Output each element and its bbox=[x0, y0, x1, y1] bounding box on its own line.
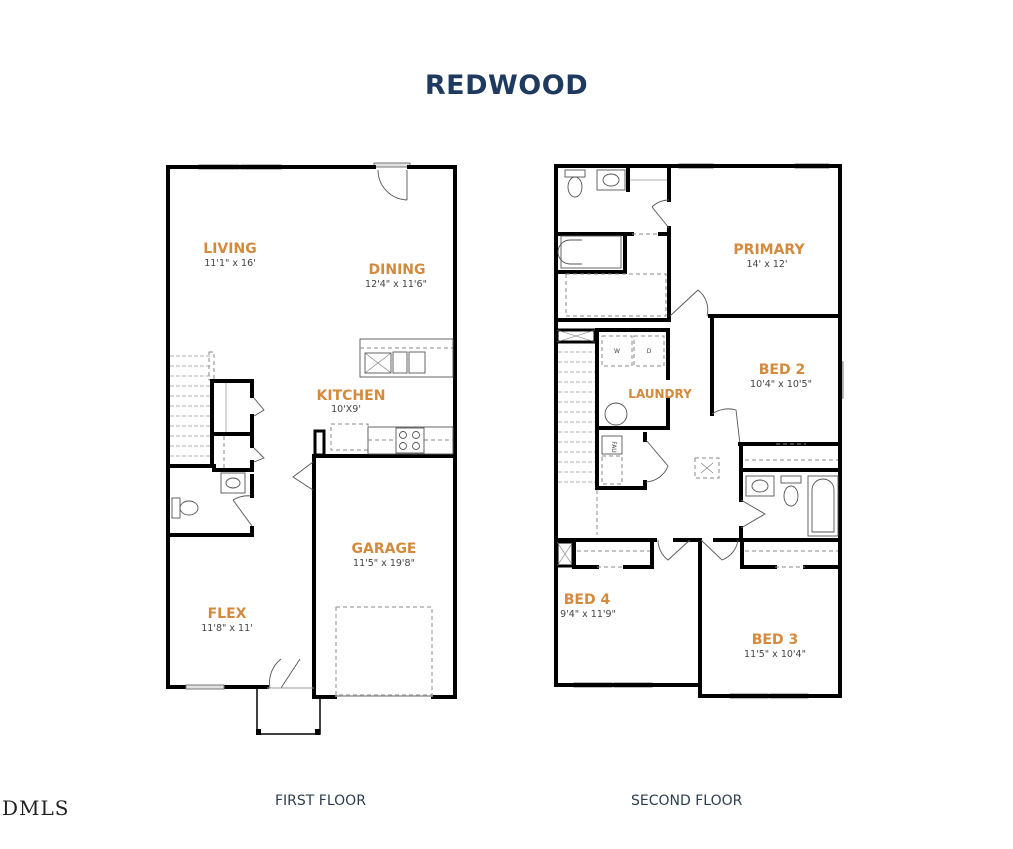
room-dim-bed3: 11'5" x 10'4" bbox=[744, 649, 806, 660]
room-label-living: LIVING bbox=[203, 241, 256, 257]
closet-door bbox=[253, 397, 265, 417]
porch-post bbox=[256, 729, 261, 735]
furnace-closet-wall bbox=[595, 432, 647, 490]
room-dim-primary: 14' x 12' bbox=[746, 259, 787, 270]
watermark-logo: DMLS bbox=[2, 796, 70, 820]
room-label-laundry: LAUNDRY bbox=[628, 387, 692, 401]
room-dim-bed2: 10'4" x 10'5" bbox=[750, 379, 812, 390]
room-label-kitchen: KITCHEN bbox=[317, 388, 386, 404]
exterior-wall bbox=[407, 165, 457, 699]
dryer bbox=[633, 335, 665, 367]
toilet-icon bbox=[567, 176, 583, 198]
dining-door bbox=[377, 169, 408, 201]
room-label-bed4: BED 4 bbox=[564, 592, 611, 608]
exterior-wall bbox=[554, 164, 842, 698]
bed4-door bbox=[657, 539, 691, 561]
room-label-flex: FLEX bbox=[208, 606, 247, 622]
first-floor-plan: LIVING 11'1" x 16' DINING 12'4" x 11'6" … bbox=[166, 162, 457, 735]
closet-wall bbox=[212, 414, 254, 448]
primary-bath-door bbox=[651, 199, 670, 229]
parking-outline bbox=[335, 606, 433, 696]
room-dim-kitchen: 10'X9' bbox=[331, 404, 361, 415]
furnace-label: FAU bbox=[610, 441, 617, 452]
room-label-bed3: BED 3 bbox=[752, 632, 798, 648]
staircase bbox=[170, 351, 215, 457]
furnace-unit bbox=[601, 435, 623, 455]
washer-label: W bbox=[614, 348, 620, 355]
room-dim-dining: 12'4" x 11'6" bbox=[365, 279, 427, 290]
hall-bath-door bbox=[740, 499, 766, 529]
attic-access bbox=[694, 457, 720, 479]
bath-door bbox=[232, 495, 253, 527]
range bbox=[395, 427, 425, 454]
sink-icon bbox=[602, 173, 620, 187]
bed2-door bbox=[711, 408, 741, 445]
tub-wall bbox=[556, 232, 627, 274]
burner-icon bbox=[399, 442, 407, 450]
furnace-door bbox=[645, 439, 669, 483]
tub-basin bbox=[557, 239, 582, 265]
room-label-bed2: BED 2 bbox=[759, 362, 805, 378]
bathtub bbox=[807, 475, 839, 537]
garage-wall bbox=[312, 454, 337, 699]
staircase bbox=[558, 351, 595, 483]
bed4-closet-wall bbox=[572, 540, 654, 569]
sink-bowl bbox=[408, 351, 426, 374]
bathtub bbox=[560, 235, 622, 269]
room-dim-bed4: 9'4" x 11'9" bbox=[560, 609, 616, 620]
dryer-label: D bbox=[647, 348, 652, 355]
laundry-wall bbox=[595, 328, 670, 430]
room-dim-living: 11'1" x 16' bbox=[204, 258, 255, 269]
shower-outline bbox=[565, 273, 667, 317]
toilet-tank bbox=[564, 169, 586, 178]
plan-title: REDWOOD bbox=[424, 70, 589, 101]
closet-wall bbox=[212, 460, 254, 472]
island-outline bbox=[330, 423, 369, 451]
toilet-icon bbox=[179, 500, 199, 516]
sink-icon bbox=[225, 477, 241, 489]
washer bbox=[601, 335, 633, 367]
exterior-wall bbox=[166, 165, 376, 689]
burner-icon bbox=[399, 431, 407, 439]
primary-door bbox=[669, 289, 709, 317]
garage-entry-door bbox=[292, 461, 314, 491]
sink-bowl bbox=[392, 351, 408, 374]
second-floor-label: SECOND FLOOR bbox=[631, 793, 743, 809]
toilet-icon bbox=[783, 485, 799, 507]
room-label-primary: PRIMARY bbox=[733, 242, 805, 258]
burner-icon bbox=[412, 431, 420, 439]
front-door bbox=[269, 658, 301, 689]
bed3-door bbox=[700, 539, 739, 561]
water-heater bbox=[604, 402, 628, 426]
second-floor-plan: W D FAU bbox=[554, 163, 844, 699]
window bbox=[373, 162, 411, 168]
closet-door bbox=[253, 447, 265, 463]
bed3-closet-wall bbox=[740, 540, 842, 569]
sink-icon bbox=[751, 479, 769, 493]
tub-basin bbox=[811, 478, 835, 533]
room-dim-flex: 11'8" x 11' bbox=[201, 623, 252, 634]
porch bbox=[256, 689, 321, 735]
furnace-outline bbox=[601, 455, 623, 485]
toilet-tank bbox=[171, 497, 181, 519]
room-label-dining: DINING bbox=[369, 262, 426, 278]
porch-post bbox=[315, 729, 320, 735]
closet-wall bbox=[166, 379, 254, 468]
window bbox=[185, 684, 225, 690]
room-label-garage: GARAGE bbox=[352, 541, 417, 557]
toilet-tank bbox=[780, 475, 802, 484]
burner-icon bbox=[412, 442, 420, 450]
bath-wall bbox=[166, 526, 254, 537]
kitchen-pillar bbox=[313, 429, 326, 457]
first-floor-label: FIRST FLOOR bbox=[275, 793, 366, 809]
room-dim-garage: 11'5" x 19'8" bbox=[353, 558, 415, 569]
